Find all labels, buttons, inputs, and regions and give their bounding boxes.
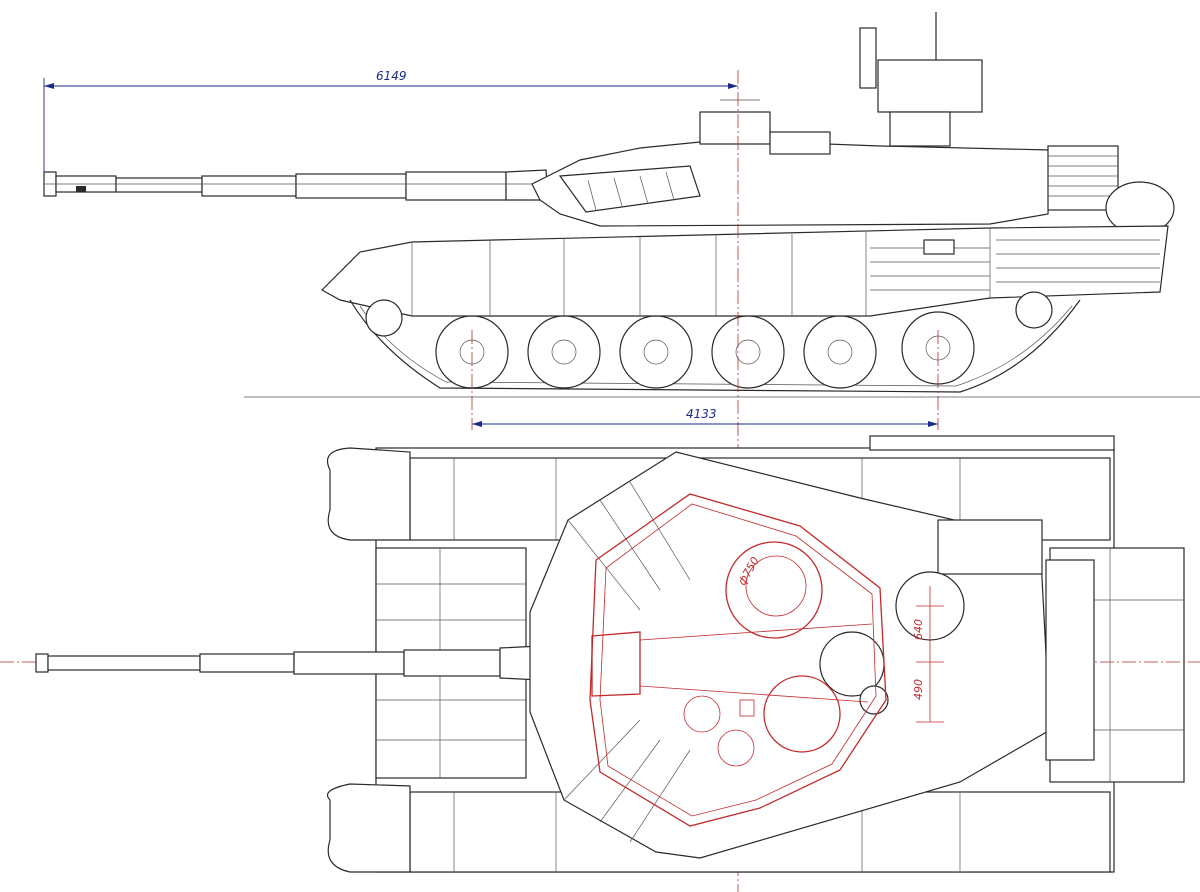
dimension-label-640: 640 [912, 619, 925, 640]
top-gun-barrel [35, 645, 551, 681]
dimension-label-4133: 4133 [686, 407, 717, 421]
side-hull [321, 225, 1169, 317]
dimension-label-6149: 6149 [376, 69, 407, 83]
top-turret [529, 451, 1095, 859]
dimension-overall-length: 6149 [43, 69, 738, 172]
top-view: ф750 640 490 [0, 435, 1200, 873]
dimension-label-490: 490 [912, 679, 925, 700]
red-interior-outline: ф750 640 490 [589, 493, 944, 827]
side-gun-barrel [43, 169, 549, 201]
side-turret [531, 12, 1175, 235]
side-view [43, 12, 1200, 398]
dimension-track-base: 4133 [472, 407, 938, 427]
